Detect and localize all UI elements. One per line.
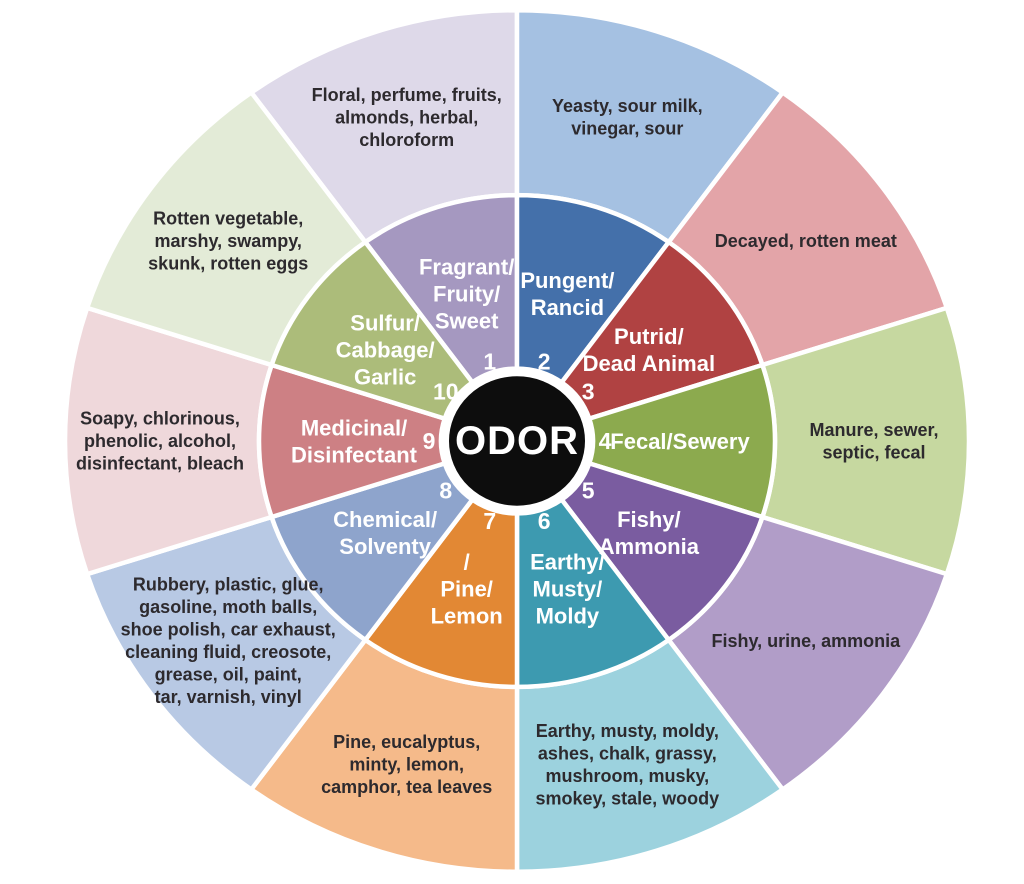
wheel-center-label: ODOR bbox=[455, 419, 579, 463]
segment-5-label: Fishy/Ammonia bbox=[599, 506, 700, 558]
segment-1-number: 1 bbox=[483, 348, 496, 374]
segment-4-label: Fecal/Sewery bbox=[610, 429, 750, 454]
segment-3-number: 3 bbox=[582, 379, 595, 405]
segment-1-descriptors: Floral, perfume, fruits,almonds, herbal,… bbox=[312, 85, 502, 150]
segment-6-number: 6 bbox=[538, 508, 551, 534]
segment-6-label: Earthy/Musty/Moldy bbox=[530, 549, 605, 628]
segment-9-label: Medicinal/Disinfectant bbox=[291, 415, 418, 467]
segment-4-number: 4 bbox=[599, 428, 612, 454]
segment-2-label: Pungent/Rancid bbox=[520, 267, 614, 319]
wheel-root: Floral, perfume, fruits,almonds, herbal,… bbox=[62, 7, 972, 875]
segment-6-descriptors: Earthy, musty, moldy,ashes, chalk, grass… bbox=[535, 721, 719, 809]
segment-5-number: 5 bbox=[582, 477, 595, 503]
segment-1-label: Fragrant/Fruity/Sweet bbox=[419, 254, 514, 333]
segment-2-descriptors: Yeasty, sour milk,vinegar, sour bbox=[552, 96, 703, 139]
segment-9-descriptors: Soapy, chlorinous,phenolic, alcohol,disi… bbox=[76, 409, 244, 474]
segment-10-label: Sulfur/Cabbage/Garlic bbox=[336, 310, 435, 389]
segment-8-label: Chemical/Solventy bbox=[333, 506, 437, 558]
segment-7-descriptors: Pine, eucalyptus,minty, lemon,camphor, t… bbox=[321, 732, 492, 797]
segment-8-descriptors: Rubbery, plastic, glue,gasoline, moth ba… bbox=[121, 575, 336, 708]
wheel-center-circle bbox=[441, 368, 593, 514]
segment-3-descriptors: Decayed, rotten meat bbox=[715, 231, 897, 251]
segment-3-label: Putrid/Dead Animal bbox=[583, 324, 715, 376]
segment-2-number: 2 bbox=[538, 348, 551, 374]
segment-7-number: 7 bbox=[483, 508, 496, 534]
segment-10-descriptors: Rotten vegetable,marshy, swampy,skunk, r… bbox=[148, 209, 308, 274]
segment-4-descriptors: Manure, sewer,septic, fecal bbox=[809, 420, 938, 463]
segment-5-descriptors: Fishy, urine, ammonia bbox=[711, 631, 901, 651]
segment-8-number: 8 bbox=[439, 477, 452, 503]
segment-7-label: /Pine/Lemon bbox=[431, 549, 503, 628]
segment-9-number: 9 bbox=[423, 428, 436, 454]
